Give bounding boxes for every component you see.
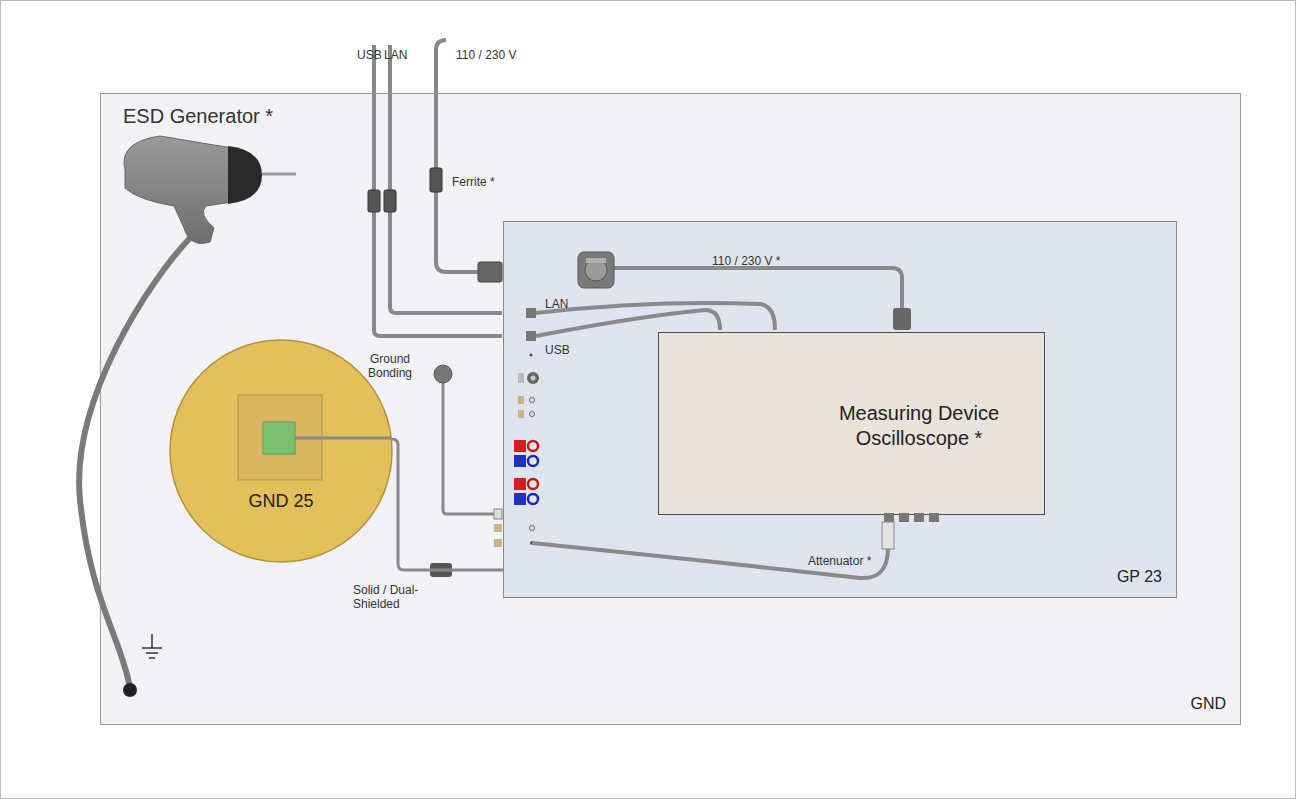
power-inlet [478, 262, 502, 282]
node-label: GND 25 [169, 489, 393, 514]
dut-lead [280, 437, 391, 440]
cable-ferrite [430, 563, 452, 577]
ground-disc: GND 25 [169, 339, 393, 563]
ground-plate: GNDGP 23Measuring Device Oscilloscope *G… [100, 93, 1241, 725]
part-label: Ferrite * [452, 175, 495, 189]
esd-gun-nose [228, 146, 262, 204]
oscilloscope-box: Measuring Device Oscilloscope * [658, 332, 1045, 515]
internal-cables [532, 268, 902, 578]
part-label: LAN [384, 48, 407, 62]
disc-outline [169, 339, 393, 563]
node-label: GP 23 [1117, 567, 1162, 587]
esd-tip [262, 173, 296, 176]
part-label: USB [357, 48, 382, 62]
ground-symbol [142, 634, 162, 658]
ground-point [123, 683, 137, 697]
outlet-face [585, 259, 607, 281]
part-label: 110 / 230 V * [712, 254, 781, 268]
esd-cable [79, 238, 190, 688]
node-label: GND [1190, 694, 1226, 714]
external-cables [374, 36, 502, 336]
ground-panel: GP 23 Measuring Device Oscilloscope * [503, 221, 1177, 598]
ferrite-cores [368, 168, 442, 212]
esd-gun-body [124, 136, 232, 243]
node-label: Measuring Device Oscilloscope * [799, 401, 1039, 451]
part-label: Solid / Dual-Shielded [353, 583, 448, 611]
coax-cable [392, 439, 503, 570]
part-label: USB [545, 343, 570, 357]
dut [263, 422, 295, 454]
part-label: 110 / 230 V [456, 48, 517, 62]
panel-connectors [494, 308, 539, 547]
part-label: Ground Bonding [350, 352, 430, 380]
ground-bonding-knob [434, 365, 452, 383]
power-plug [893, 308, 911, 330]
disc-shape [170, 340, 392, 562]
ground-bonding-wire [443, 383, 494, 514]
attenuator [882, 522, 894, 549]
part-label: LAN [545, 297, 568, 311]
dut-holder [238, 395, 322, 480]
part-label: Attenuator * [808, 554, 871, 568]
outlet-pin [586, 258, 606, 263]
part-label: ESD Generator * [123, 104, 273, 128]
power-outlet [578, 252, 614, 288]
scope-inputs [884, 513, 939, 522]
